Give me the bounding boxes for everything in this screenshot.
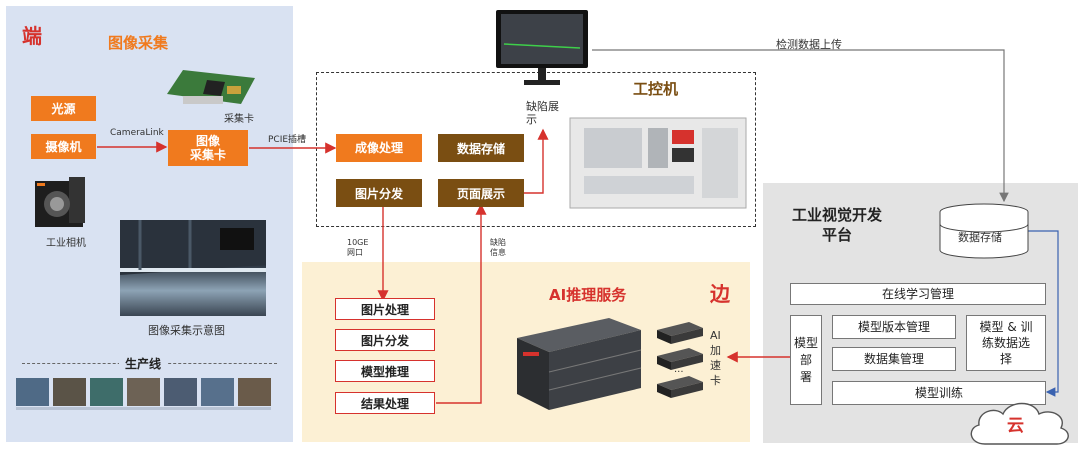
edge-corner-label: 边: [710, 282, 730, 306]
platform-storage-label: 数据存储: [958, 231, 1002, 244]
ipc-title: 工控机: [633, 80, 679, 98]
imaging-box: 成像处理: [336, 134, 422, 162]
ipc-dashed-box: [316, 72, 756, 227]
image-capture-title: 图像采集: [108, 34, 169, 52]
ipc-storage-box: 数据存储: [438, 134, 524, 162]
capture-diagram-image: [120, 220, 266, 316]
ai-step-model-inference: 模型推理: [335, 360, 435, 382]
ai-step-image-dispatch: 图片分发: [335, 329, 435, 351]
production-line-photos: [16, 378, 271, 410]
ai-step-result-processing: 结果处理: [335, 392, 435, 414]
online-learning-box: 在线学习管理: [790, 283, 1046, 305]
ai-step-image-processing: 图片处理: [335, 298, 435, 320]
image-dispatch-box: 图片分发: [336, 179, 422, 207]
net-port-label: 10GE 网口: [347, 238, 369, 257]
production-line-title: 生产线: [119, 355, 168, 372]
capture-card-box: 图像 采集卡: [168, 130, 248, 166]
industrial-pc-image: [569, 117, 747, 209]
cameralink-label: CameraLink: [110, 128, 164, 138]
platform-storage-cylinder: [939, 203, 1029, 259]
model-deploy-box: 模型 部 署: [790, 315, 822, 405]
pcie-label: PCIE插槽: [268, 135, 307, 145]
capture-card-caption: 采集卡: [224, 114, 254, 125]
upload-line: [592, 49, 1009, 203]
camera-box: 摄像机: [31, 134, 96, 159]
ai-accelerator-cards-image: [657, 322, 703, 398]
model-version-box: 模型版本管理: [832, 315, 956, 339]
defect-display-label: 缺陷展示: [526, 100, 559, 126]
platform-title: 工业视觉开发 平台: [792, 206, 883, 244]
model-training-box: 模型训练: [832, 381, 1046, 405]
ai-service-title: AI推理服务: [549, 286, 627, 304]
industrial-camera-image: [35, 177, 85, 227]
capture-diagram-caption: 图像采集示意图: [148, 324, 225, 337]
defect-info-label: 缺陷 信息: [490, 238, 506, 257]
page-display-box: 页面展示: [438, 179, 524, 207]
page-to-monitor-line: [524, 128, 549, 194]
capture-card-image: [167, 70, 255, 104]
light-source-box: 光源: [31, 96, 96, 121]
dataset-box: 数据集管理: [832, 347, 956, 371]
storage-to-training-line: [1027, 230, 1059, 397]
monitor-image: [496, 10, 588, 85]
edge-title: 端: [22, 24, 42, 48]
industrial-camera-caption: 工业相机: [46, 238, 86, 249]
result-to-page-line: [436, 203, 487, 404]
server-image: [517, 318, 642, 410]
upload-label: 检测数据上传: [776, 38, 842, 51]
accelerator-ellipsis: ...: [674, 364, 684, 375]
cloud-icon: [970, 402, 1069, 445]
cloud-label: 云: [1007, 416, 1024, 436]
ai-accelerator-label: AI 加 速 卡: [710, 329, 721, 387]
capture-card-box-label: 图像 采集卡: [189, 134, 226, 162]
training-select-box: 模型 & 训 练数据选 择: [966, 315, 1046, 371]
